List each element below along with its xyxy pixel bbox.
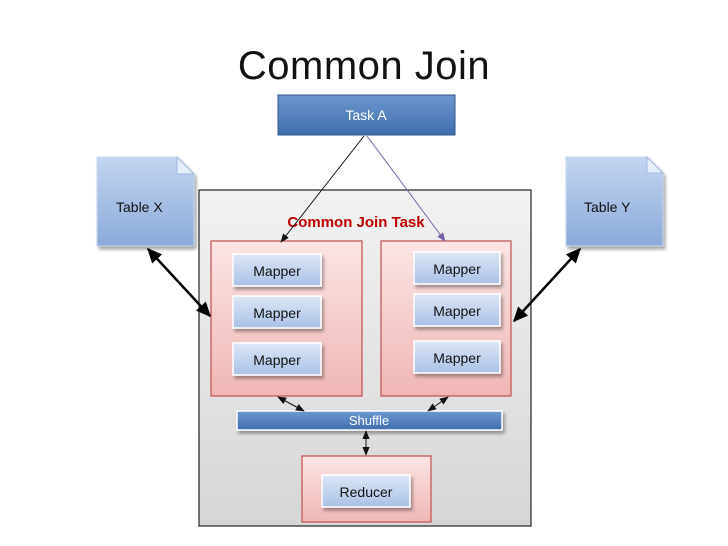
table-y-label: Table Y xyxy=(584,199,631,215)
arrow-table-x-left-group xyxy=(146,247,212,318)
shuffle-label: Shuffle xyxy=(349,413,389,428)
mapper-right-2 xyxy=(413,293,501,327)
mapper-right-1 xyxy=(413,251,501,285)
arrow-task-a-to-left-group xyxy=(280,135,365,243)
common-join-task-label: Common Join Task xyxy=(287,214,425,231)
reducer-node xyxy=(321,474,411,508)
table-x-node xyxy=(96,155,196,247)
mapper-left-2 xyxy=(232,295,322,329)
task-a-node: Task A xyxy=(277,94,456,136)
table-x-label: Table X xyxy=(116,199,163,215)
mapper-left-1 xyxy=(232,253,322,287)
mapper-right-3-label: Mapper xyxy=(433,350,481,366)
mapper-right-3 xyxy=(413,340,501,374)
mapper-left-2-label: Mapper xyxy=(253,305,301,321)
arrow-task-a-to-right-group xyxy=(366,135,446,242)
table-y-node xyxy=(565,155,665,247)
mapper-left-1-label: Mapper xyxy=(253,263,301,279)
shuffle-bar xyxy=(236,410,503,431)
mapper-left-3 xyxy=(232,342,322,376)
task-a-label: Task A xyxy=(345,107,387,123)
arrow-left-group-shuffle xyxy=(277,396,305,412)
reducer-label: Reducer xyxy=(340,484,393,500)
arrow-right-group-shuffle xyxy=(427,396,449,412)
mapper-right-1-label: Mapper xyxy=(433,261,481,277)
arrow-table-y-right-group xyxy=(512,247,582,323)
mapper-left-3-label: Mapper xyxy=(253,352,301,368)
slide-title: Common Join xyxy=(237,44,491,88)
mapper-right-2-label: Mapper xyxy=(433,303,481,319)
